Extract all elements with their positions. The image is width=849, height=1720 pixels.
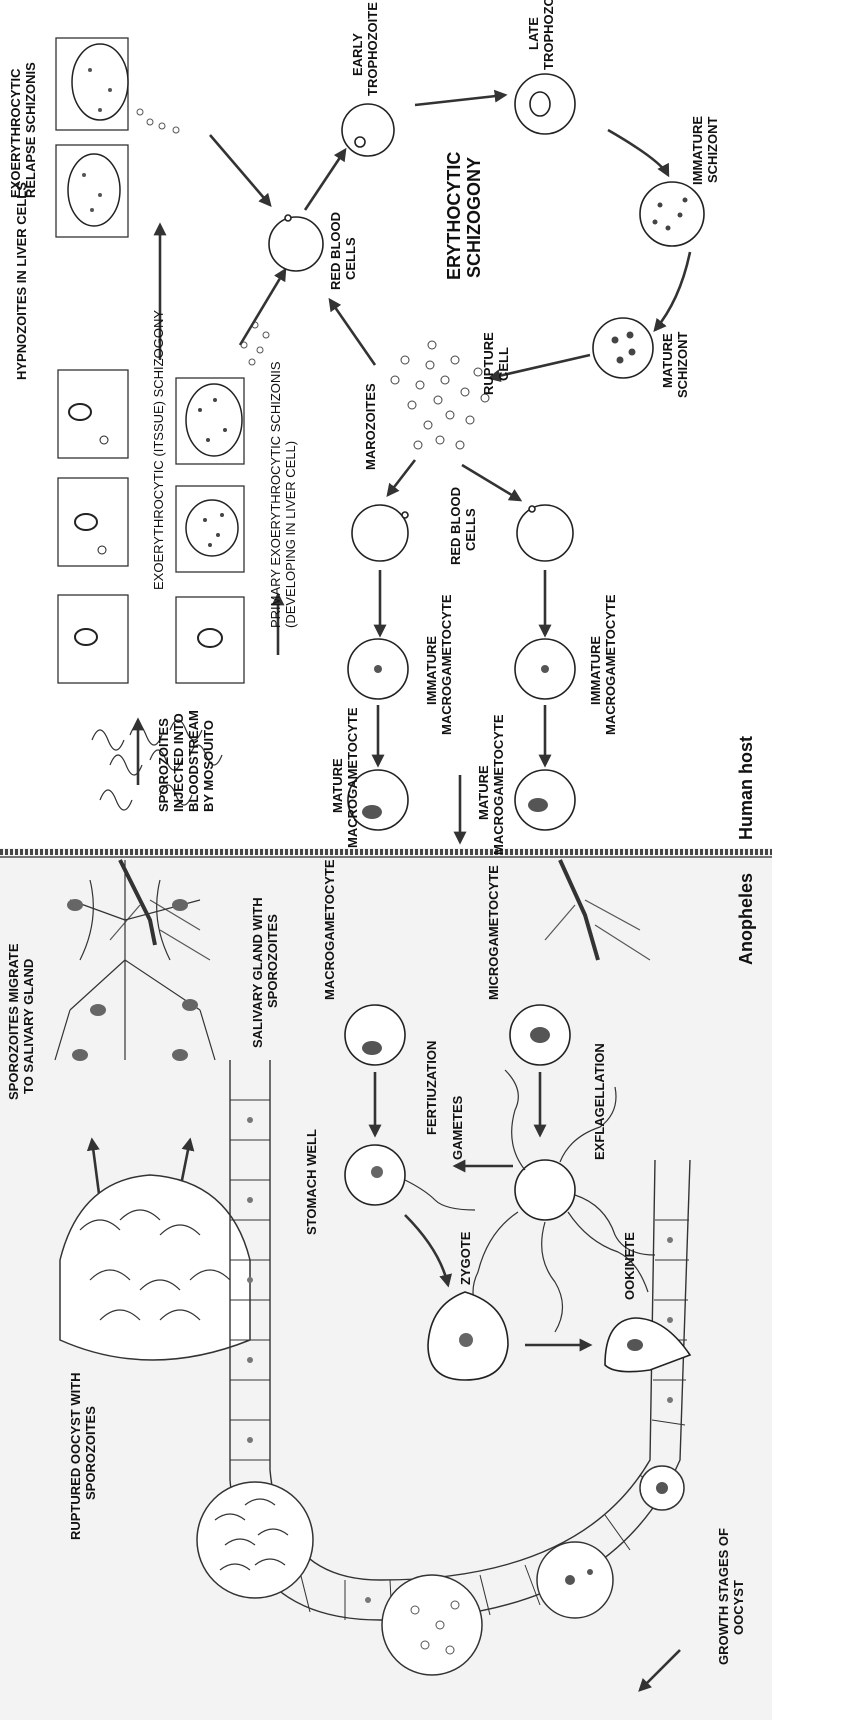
label-primary-exo-1: PRIMARY EXOERYTHROCYTIC SCHIZONIS — [268, 361, 283, 628]
mature-macrogametocyte-right — [515, 770, 575, 830]
label-fertilization: FERTIUZATION — [424, 1041, 439, 1135]
red-blood-cell-right — [517, 505, 573, 561]
label-immature-macro-1a: IMMATURE — [424, 636, 439, 705]
label-rbc-top-1: RED BLOOD — [328, 212, 343, 290]
label-mature-macro-1b: MACROGAMETOCYTE — [345, 707, 360, 848]
label-ruptured-oocyst-1: RUPTURED OOCYST WITH — [68, 1372, 83, 1540]
label-anopheles: Anopheles — [736, 873, 756, 965]
label-mature-macro-1a: MATURE — [330, 758, 345, 813]
label-salivary-2: SPOROZOITES — [265, 914, 280, 1008]
label-marozoites: MAROZOITES — [363, 383, 378, 470]
label-immature-schizont-1: IMMATURE — [690, 116, 705, 185]
label-rbc-mid-2: CELLS — [463, 508, 478, 551]
label-rbc-mid-1: RED BLOOD — [448, 487, 463, 565]
label-sporozoites-4: BY MOSOUITO — [201, 720, 216, 812]
immature-schizont-cell — [640, 182, 704, 246]
label-sporozoites-migrate-2: TO SALIVARY GLAND — [21, 959, 36, 1094]
early-trophozoite-cell — [342, 104, 394, 156]
label-primary-exo-2: (DEVELOPING IN LIVER CELL) — [283, 441, 298, 628]
label-zygote: ZYGOTE — [458, 1231, 473, 1285]
label-exo-relapse-2: RELAPSE SCHIZONIS — [23, 62, 38, 198]
label-mature-schizont-2: SCHIZONT — [675, 332, 690, 399]
label-erythro-2: SCHIZOGONY — [464, 157, 484, 278]
label-exo-relapse-1: EXOERYTHROCYTIC — [8, 68, 23, 198]
label-mature-macro-2a: MATURE — [476, 765, 491, 820]
relapse-schizont-cells — [56, 38, 179, 237]
label-hypnozoites: HYPNOZOITES IN LIVER CELLS — [14, 182, 29, 380]
mature-oocyst — [197, 1482, 313, 1598]
label-exflagellation: EXFLAGELLATION — [592, 1043, 607, 1160]
label-human-host: Human host — [736, 736, 756, 840]
label-ookinete: OOKINETE — [622, 1232, 637, 1300]
label-salivary-1: SALIVARY GLAND WITH — [250, 897, 265, 1048]
label-immature-macro-1b: MACROGAMETOCYTE — [439, 594, 454, 735]
label-ruptured-oocyst-2: SPOROZOITES — [83, 1406, 98, 1500]
label-growth-stages-2: OOCYST — [731, 1580, 746, 1635]
label-late-troph-2: TROPHOZOITE — [541, 0, 556, 70]
merozoites-primary — [241, 322, 269, 365]
label-macrogametocyte: MACROGAMETOCYTE — [322, 859, 337, 1000]
hypnozoite-liver-cells — [58, 370, 128, 683]
label-mature-schizont-1: MATURE — [660, 333, 675, 388]
label-immature-schizont-2: SCHIZONT — [705, 117, 720, 184]
label-immature-macro-2a: IMMATURE — [588, 636, 603, 705]
label-late-troph-1: LATE — [526, 17, 541, 50]
mature-schizont-cell — [593, 318, 653, 378]
label-rbc-top-2: CELLS — [343, 237, 358, 280]
rupture-cell-merozoites — [391, 341, 489, 449]
label-erythro-1: ERYTHOCYTIC — [444, 152, 464, 280]
red-blood-cell-left — [352, 505, 408, 561]
label-sporozoites-1: SPOROZOITES — [156, 718, 171, 812]
growing-oocyst-1 — [382, 1575, 482, 1675]
label-stomach-wall: STOMACH WELL — [304, 1129, 319, 1235]
label-exo-tissue: EXOERYTHROCYTIC (ITSSUE) SCHIZOGONY — [151, 310, 166, 590]
label-sporozoites-2: INJECTED INTO — [171, 713, 186, 812]
label-sporozoites-3: BLOODSTREAM — [186, 710, 201, 812]
label-sporozoites-migrate-1: SPOROZOITES MIGRATE — [6, 943, 21, 1100]
red-blood-cell-top — [269, 217, 323, 271]
label-microgametocyte: MICROGAMETOCYTE — [486, 865, 501, 1000]
macrogametocyte-mosquito — [345, 1005, 405, 1065]
label-gametes: GAMETES — [450, 1095, 465, 1160]
label-rupture-1: RUPTURE — [481, 332, 496, 395]
label-rupture-2: CELL — [496, 347, 511, 381]
label-early-troph-2: TROPHOZOITE — [365, 2, 380, 96]
label-early-troph-1: EARLY — [350, 33, 365, 76]
label-growth-stages-1: GROWTH STAGES OF — [716, 1528, 731, 1665]
label-mature-macro-2b: MACROGAMETOCYTE — [491, 714, 506, 855]
primary-exo-liver-cells — [176, 378, 244, 683]
label-immature-macro-2b: MACROGAMETOCYTE — [603, 594, 618, 735]
